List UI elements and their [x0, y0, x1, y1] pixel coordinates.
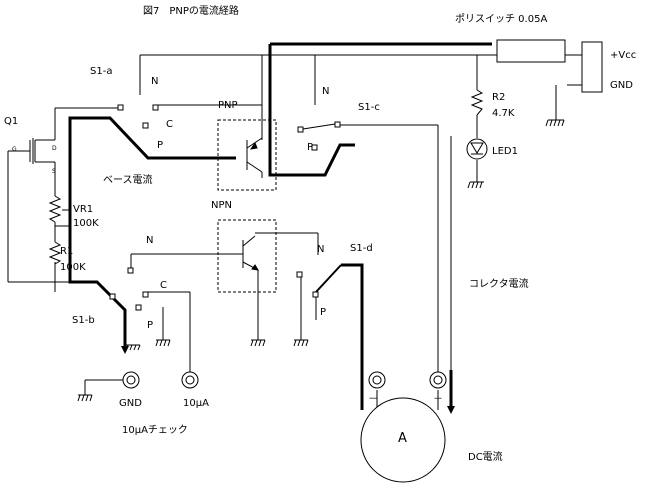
q1-label: Q1 [4, 116, 18, 127]
s1d-label: S1-d [350, 243, 373, 254]
meter-plus-terminal [429, 371, 447, 389]
gnd-terminal-label: GND [119, 398, 142, 409]
r2-resistor [470, 89, 484, 116]
diagram-title: 図7 PNPの電流経路 [143, 4, 239, 17]
gnd-terminal-ground-icon [77, 394, 93, 402]
npn-n-left-label: N [146, 235, 153, 246]
ua-terminal [181, 371, 199, 389]
npn-dashed-box [217, 219, 277, 293]
r2-label: R2 [492, 92, 505, 103]
ammeter-label: A [398, 431, 407, 446]
meter-plus-label: ＋ [433, 394, 443, 405]
ammeter-icon [360, 397, 446, 483]
polyswitch-fuse [496, 39, 566, 63]
s1d-contact-c [296, 271, 303, 278]
npn-emitter-ground-icon [250, 339, 266, 347]
s1b-contact-common [109, 293, 116, 300]
led-ground-icon [467, 181, 484, 189]
r1-label: R1 [60, 246, 73, 257]
q1-s-label: S [52, 168, 56, 175]
power-connector [581, 41, 603, 93]
s1a-contact-n [152, 104, 159, 111]
s1d-p-label: P [320, 307, 326, 318]
led1-icon [466, 138, 488, 160]
ua-check-label: 10μAチェック [122, 424, 188, 436]
ua-terminal-label: 10μA [183, 398, 209, 409]
s1c-lever [302, 123, 336, 130]
meter-minus-terminal [368, 371, 386, 389]
gnd-terminal [122, 371, 140, 389]
s1b-p-label: P [147, 320, 153, 331]
s1a-contact-c [142, 122, 149, 129]
r1-resistor [48, 241, 62, 265]
vr1-value: 100K [73, 218, 99, 229]
base-current-label: ベース電流 [103, 173, 153, 186]
s1b-contact-n [127, 267, 134, 274]
s1a-contact-common [117, 104, 124, 111]
s1b-contact-p [135, 304, 142, 311]
s1a-p-label: P [157, 140, 163, 151]
r1-value: 100K [60, 262, 86, 273]
q1-d-label: D [52, 145, 57, 152]
supply-gnd-label: GND [610, 80, 633, 91]
meter-minus-label: － [368, 394, 378, 405]
npn-label: NPN [211, 200, 232, 211]
vr1-label: VR1 [73, 204, 93, 215]
collector-current-path [268, 42, 492, 410]
led1-label: LED1 [492, 146, 518, 157]
npn-transistor-icon [236, 235, 259, 271]
fuse-label: ポリスイッチ 0.05A [455, 13, 547, 25]
s1d-contact-common [312, 291, 319, 298]
s1a-c-label: C [166, 119, 173, 130]
s1b-p-ground-icon [155, 339, 171, 347]
s1b-ground-icon [125, 344, 141, 351]
s1d-lever [315, 264, 342, 293]
pnp-dashed-box [217, 119, 277, 191]
thin-wiring [7, 54, 582, 410]
s1b-contact-c [142, 291, 149, 298]
q1-g-label: G [12, 146, 17, 153]
s1c-label: S1-c [358, 102, 380, 113]
led-symbol [470, 142, 484, 155]
vr1-resistor [48, 195, 62, 223]
s1b-label: S1-b [72, 315, 95, 326]
s1c-n-label: N [322, 86, 329, 97]
s1a-n-label: N [151, 76, 158, 87]
q1-fet-icon [29, 138, 34, 164]
s1c-contact-p [311, 144, 318, 151]
pnp-label: PNP [218, 100, 238, 111]
dc-current-label: DC電流 [468, 450, 503, 463]
npn-n-right-label: N [317, 244, 324, 255]
s1c-p-label: P [307, 142, 313, 153]
s1b-c-label: C [160, 280, 167, 291]
s1c-contact-c [334, 121, 341, 128]
base-current-path [68, 116, 236, 345]
pnp-transistor-icon [246, 137, 263, 178]
collector-current-label: コレクタ電流 [469, 277, 529, 290]
s1c-contact-common [297, 126, 304, 133]
r2-value: 4.7K [492, 108, 515, 119]
s1a-label: S1-a [90, 66, 112, 77]
vcc-label: +Vcc [610, 50, 636, 61]
supply-ground-icon [545, 119, 565, 127]
s1d-ground-icon [293, 339, 309, 347]
